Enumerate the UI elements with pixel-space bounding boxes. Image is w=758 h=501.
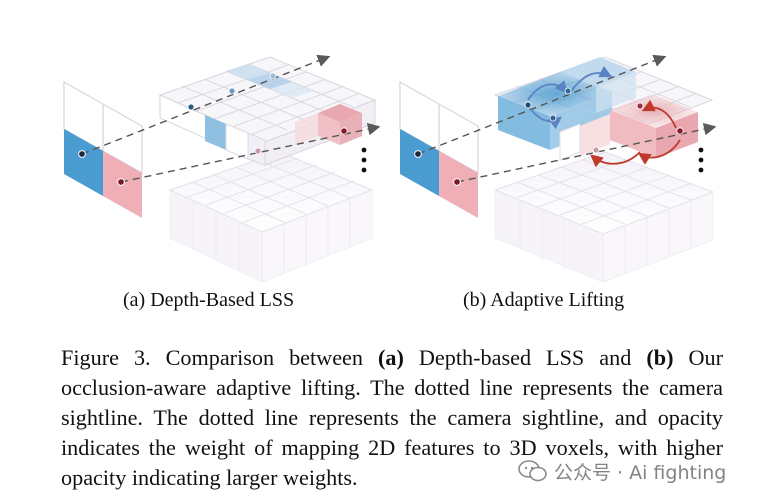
caption-prefix: Figure 3. Comparison between: [61, 345, 379, 370]
panel-depth-based-lss: [63, 54, 381, 283]
figure-illustration: [63, 54, 717, 283]
figure-caption: Figure 3. Comparison between (a) Depth-b…: [61, 343, 723, 493]
watermark-text: 公众号 · Ai fighting: [554, 461, 727, 484]
upper-voxel-grid-b: [493, 56, 714, 161]
caption-middle: Depth-based LSS and: [403, 345, 647, 370]
caption-a-tag: (a): [378, 345, 404, 370]
image-plane-a: [63, 81, 143, 218]
panel-adaptive-lifting: [399, 54, 717, 283]
wechat-icon: [518, 460, 547, 482]
watermark: 公众号 · Ai fighting: [518, 456, 726, 486]
subcaption-a: (a) Depth-Based LSS: [123, 289, 295, 311]
caption-rest: Our occlusion-aware adaptive lifting. Th…: [61, 345, 723, 490]
caption-b-tag: (b): [646, 345, 674, 370]
subcaption-b: (b) Adaptive Lifting: [463, 289, 625, 311]
upper-voxel-grid: [158, 56, 377, 166]
lower-voxel-grid-b: [493, 151, 715, 283]
image-plane-b: [399, 81, 479, 218]
lower-voxel-grid: [168, 151, 374, 283]
